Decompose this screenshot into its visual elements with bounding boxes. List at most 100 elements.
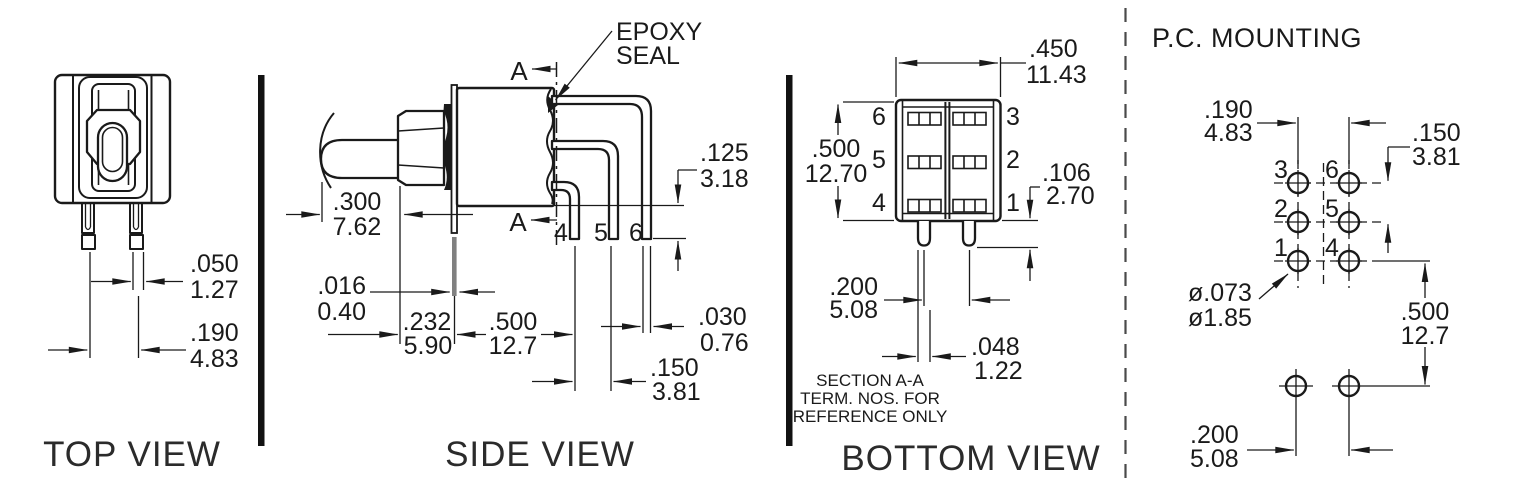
terminal-number-6: 6	[629, 219, 643, 247]
dim-pin-spacing-in: .190	[190, 319, 239, 347]
dim-hole-diameter-mm: ø1.85	[1188, 304, 1252, 332]
section-letter-top: A	[510, 56, 528, 86]
dim-pin-width-in: .050	[190, 250, 239, 278]
dim-lever-travel-mm: 7.62	[333, 213, 382, 241]
dim-pin-spacing-mm: 4.83	[190, 345, 239, 373]
dim-seal-height-in: .125	[700, 139, 749, 167]
pc-dimensions: .190 4.83 .150 3.81 ø.073 ø1.85 .500 12.…	[1188, 96, 1461, 473]
top-view-label: TOP VIEW	[43, 435, 221, 474]
dim-seal-height-mm: 3.18	[700, 165, 749, 193]
section-markers: A A	[509, 56, 557, 237]
pc-label-5: 5	[1325, 195, 1339, 223]
mounting-pin-right	[961, 221, 977, 247]
bottom-number-2: 2	[1006, 146, 1020, 174]
pc-label-6: 6	[1325, 156, 1339, 184]
toggle-lever	[319, 138, 402, 180]
section-letter-bottom: A	[509, 207, 527, 237]
bottom-number-5: 5	[872, 146, 886, 174]
dim-col-spacing-in: .190	[1204, 96, 1253, 124]
mounting-pin-left	[916, 221, 932, 247]
pc-mounting-title: P.C. MOUNTING	[1152, 23, 1362, 53]
dim-body-height-in: .500	[812, 135, 861, 163]
dim-hole-diameter-in: ø.073	[1188, 279, 1252, 307]
terminal-number-5: 5	[594, 219, 608, 247]
center-divider	[944, 102, 951, 219]
bottom-number-3: 3	[1006, 103, 1020, 131]
bushing	[396, 109, 446, 187]
terminal-6-shape	[550, 94, 653, 241]
switch-case	[455, 86, 556, 208]
dim-bottom-pin-spacing-mm: 5.08	[829, 296, 878, 324]
bottom-view-dimensions: .450 11.43 .500 12.70 .106 2.70 .200 5.0…	[805, 35, 1095, 385]
bottom-number-1: 1	[1006, 189, 1020, 217]
dim-pin-length-in: .106	[1042, 159, 1091, 187]
view-divider-bar-2	[786, 75, 793, 446]
side-terminal-numbers: 4 5 6	[554, 219, 643, 247]
pc-hole-grid: 3 6 2 5 1 4	[1274, 156, 1430, 288]
dim-row-spacing-in: .150	[1412, 119, 1461, 147]
dim-bottom-pin-width-mm: 1.22	[974, 357, 1023, 385]
toggle-lever-top	[96, 121, 129, 183]
note-line-3: REFERENCE ONLY	[793, 407, 948, 426]
top-view-switch-body	[53, 73, 172, 205]
dim-mount-hole-spacing-mm: 5.08	[1190, 445, 1239, 473]
view-divider-bar-1	[258, 75, 265, 446]
top-view-dimensions: .050 1.27 .190 4.83	[48, 250, 239, 373]
dim-bracket-thickness-mm: 0.40	[317, 298, 366, 326]
bottom-view-note: SECTION A-A TERM. NOS. FOR REFERENCE ONL…	[793, 371, 948, 426]
epoxy-seal-callout: EPOXY SEAL	[554, 18, 702, 101]
pc-label-1: 1	[1274, 234, 1288, 262]
dim-body-width-in: .450	[1029, 35, 1078, 63]
note-line-1: SECTION A-A	[816, 371, 924, 390]
dim-bracket-thickness-in: .016	[317, 272, 366, 300]
bottom-number-6: 6	[872, 103, 886, 131]
washer	[443, 104, 452, 190]
dim-terminal-pitch-mm: 3.81	[652, 378, 701, 406]
top-view: .050 1.27 .190 4.83 TOP VIEW	[43, 73, 239, 474]
dim-pin-width-mm: 1.27	[190, 276, 239, 304]
pc-mount-holes	[1279, 369, 1430, 456]
mounting-bracket-lower-gray	[452, 237, 457, 296]
dim-mount-hole-spacing-in: .200	[1190, 421, 1239, 449]
dim-bushing-depth-mm: 5.90	[404, 332, 453, 360]
dim-body-depth-mm: 12.7	[489, 332, 538, 360]
top-view-pins	[81, 202, 144, 250]
bottom-view-switch-body	[894, 98, 1002, 247]
bottom-number-4: 4	[872, 189, 886, 217]
epoxy-seal-label-1: EPOXY	[616, 18, 702, 46]
dim-terminal-pitch-in: .150	[650, 354, 699, 382]
terminal-slots	[907, 111, 987, 213]
dim-terminal-thickness-in: .030	[698, 303, 747, 331]
pc-label-4: 4	[1325, 234, 1339, 262]
dim-bottom-pin-spacing-in: .200	[829, 273, 878, 301]
dim-body-height-mm: 12.70	[805, 160, 868, 188]
pc-mounting: P.C. MOUNTING 3 6 2 5 1 4	[1152, 23, 1461, 473]
dim-pin-length-mm: 2.70	[1046, 182, 1095, 210]
note-line-2: TERM. NOS. FOR	[800, 389, 940, 408]
dim-body-width-mm: 11.43	[1026, 61, 1087, 89]
terminal-5-shape	[550, 139, 620, 241]
bottom-view: 6 5 4 3 2 1 .450 11.43 .500 12.70 .106	[793, 35, 1100, 478]
lever-travel-arc	[319, 112, 335, 189]
bottom-terminal-numbers: 6 5 4 3 2 1	[872, 103, 1020, 217]
pc-label-2: 2	[1274, 195, 1288, 223]
side-view-switch-body	[319, 62, 653, 296]
terminal-number-4: 4	[554, 219, 568, 247]
dim-row-spacing-mm: 3.81	[1412, 143, 1461, 171]
dim-lever-travel-in: .300	[333, 188, 382, 216]
dim-col-spacing-mm: 4.83	[1204, 119, 1253, 147]
terminal-4-shape	[550, 180, 581, 241]
dim-bottom-pin-width-in: .048	[971, 333, 1020, 361]
side-view: A A EPOXY SEAL 4 5 6 .300 7.62 .016 0.40	[286, 18, 749, 474]
epoxy-seal-label-2: SEAL	[616, 42, 680, 70]
dim-terminal-thickness-mm: 0.76	[700, 329, 749, 357]
side-view-label: SIDE VIEW	[445, 435, 635, 474]
side-view-dimensions: .300 7.62 .016 0.40 .232 5.90 .500 12.7 …	[286, 139, 749, 406]
dim-mount-row-offset-in: .500	[1401, 298, 1450, 326]
dim-bushing-depth-in: .232	[403, 308, 452, 336]
bottom-view-label: BOTTOM VIEW	[841, 439, 1100, 478]
dim-body-depth-in: .500	[489, 308, 538, 336]
dim-mount-row-offset-mm: 12.7	[1401, 322, 1450, 350]
